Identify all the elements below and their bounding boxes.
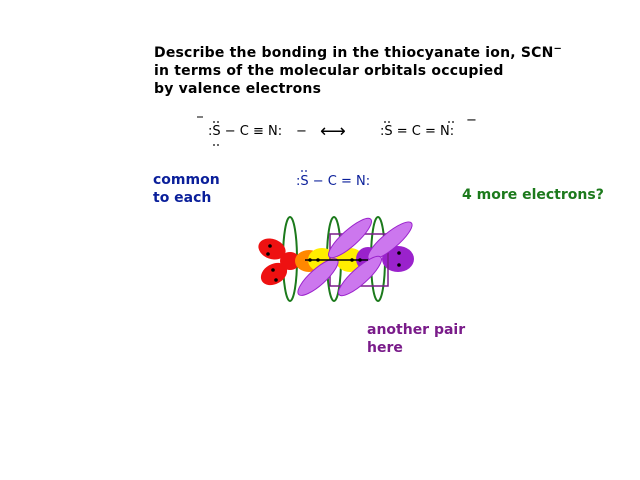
common-structure: :S − C = N: — [296, 174, 371, 189]
question-line-2: in terms of the molecular orbitals occup… — [154, 63, 504, 79]
sulfur-lobe-upper — [258, 238, 286, 260]
common-structure-marks — [301, 170, 307, 172]
right-n-top-dot — [448, 121, 450, 123]
common-s-top-dot — [305, 170, 307, 172]
left-s-bottom-dot — [217, 144, 219, 146]
question-text: Describe the bonding in the thiocyanate … — [154, 44, 614, 98]
sulfur-lobe-lower — [260, 262, 288, 286]
common-s-top-dot — [301, 170, 303, 172]
right-n-top-dot — [452, 121, 454, 123]
orbital-diagram — [258, 216, 414, 302]
nitrogen-lobe-outer — [382, 246, 414, 272]
sulfur-lobe-center — [280, 252, 300, 270]
resonance-right-structure: :S = C = N: — [380, 124, 455, 139]
electron-dot — [271, 268, 275, 272]
electron-dot — [350, 258, 354, 262]
another-pair-label: another pair here — [367, 322, 466, 356]
electron-dot — [397, 263, 401, 267]
pi-lobe-upper-center — [328, 217, 372, 259]
resonance-left-charge: − — [296, 124, 307, 139]
common-label: common to each — [153, 172, 220, 206]
more-electrons-label: 4 more electrons? — [462, 187, 604, 203]
electron-dots — [266, 244, 401, 282]
right-s-top-dot — [388, 121, 390, 123]
electron-dot — [358, 258, 362, 262]
resonance-left-marks — [197, 116, 219, 146]
question-line-3: by valence electrons — [154, 81, 322, 97]
resonance-right-charge: − — [466, 113, 477, 128]
left-s-top-dot — [217, 121, 219, 123]
resonance-left-structure: :S − C ≡ N: — [208, 124, 283, 139]
electron-dot — [316, 258, 320, 262]
electron-dot — [266, 252, 270, 256]
electron-dot — [397, 251, 401, 255]
electron-dot — [274, 278, 278, 282]
pi-lobe-lower-center — [338, 255, 382, 297]
left-s-top-dot — [213, 121, 215, 123]
pi-lobe-upper-right — [367, 221, 413, 261]
left-s-bottom-dot — [213, 144, 215, 146]
electron-dot — [268, 244, 272, 248]
resonance-arrow: ⟷ — [320, 121, 346, 142]
question-line-1: Describe the bonding in the thiocyanate … — [154, 43, 563, 61]
resonance-right-marks — [384, 121, 454, 123]
right-s-top-dot — [384, 121, 386, 123]
electron-dot — [308, 258, 312, 262]
